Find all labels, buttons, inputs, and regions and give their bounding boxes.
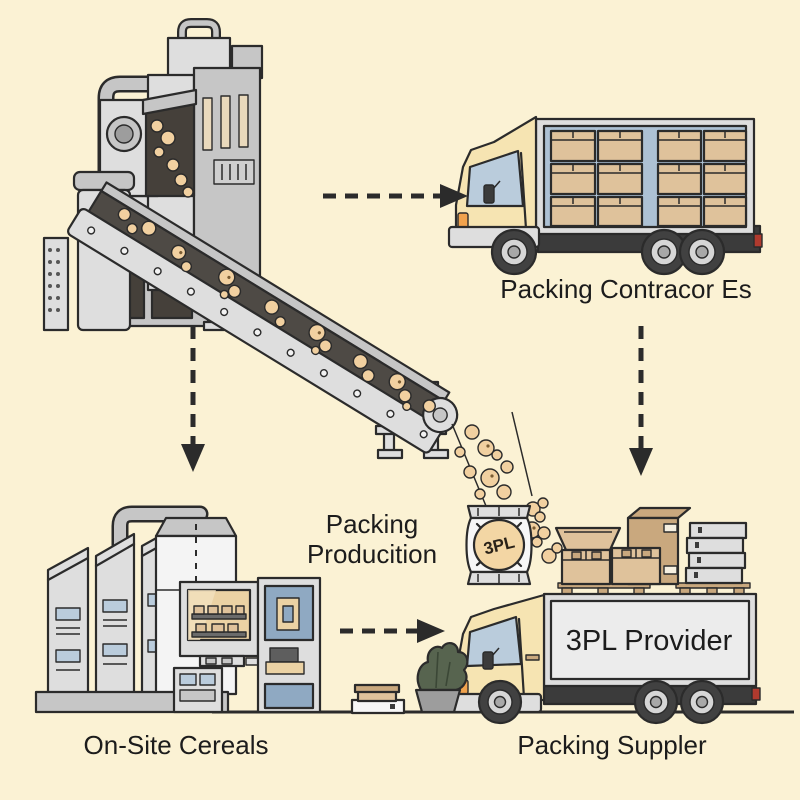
provider-truck-icon: 3PL Provider (447, 506, 761, 725)
truck-wheels-icon (490, 228, 726, 276)
windshield (465, 149, 525, 208)
headlight (457, 212, 469, 229)
production-label-line1: Packing (326, 509, 419, 539)
vent-grille-icon (48, 248, 60, 312)
conveyor-belt-icon (67, 181, 459, 454)
onsite-label: On-Site Cereals (84, 730, 269, 760)
conveyor-rivets-icon (87, 226, 428, 439)
taillight (753, 233, 763, 248)
potted-plant-icon (414, 642, 469, 714)
tray-stack-icon (684, 521, 748, 585)
contractor-truck-icon (447, 115, 763, 276)
plant-pot (414, 688, 462, 714)
side-mirror (482, 651, 494, 670)
onsite-factory-icon (34, 505, 322, 714)
control-station-icon (172, 576, 322, 714)
cereal-bag-icon: 3PL (465, 504, 533, 586)
truck-wheels-icon (477, 679, 725, 725)
side-mirror (483, 184, 495, 204)
contractor-label: Packing Contracor Es (500, 274, 751, 304)
provider-truck-label: 3PL Provider (566, 625, 733, 657)
cereal-in-hopper-icon (150, 119, 194, 198)
flow-arrows-icon (181, 184, 653, 643)
taillight (751, 687, 761, 701)
roof-cargo-icon (554, 506, 751, 596)
production-label-line2: Producition (307, 539, 437, 569)
carton-stacks-icon (549, 129, 748, 228)
cereal-on-belt-icon (117, 207, 436, 413)
door-handle (525, 654, 540, 661)
supplier-label: Packing Suppler (517, 730, 707, 760)
tray-and-box-stack-icon (350, 683, 406, 715)
